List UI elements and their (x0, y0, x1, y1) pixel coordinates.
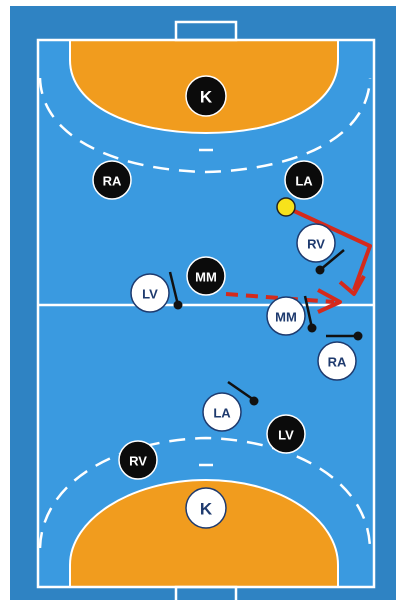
player-top-ra: RA (92, 160, 132, 200)
player-lv-defender: LV (130, 273, 170, 313)
la-run-arrowhead (338, 275, 366, 296)
player-label: RA (103, 174, 122, 189)
player-label: LV (142, 287, 158, 302)
ball (276, 197, 296, 217)
player-label: LV (278, 428, 294, 443)
player-lv-attacker: LV (266, 414, 306, 454)
player-top-keeper: K (185, 75, 227, 117)
bottom-goal-area (69, 478, 339, 587)
player-label: K (200, 88, 213, 107)
la-run-arrow (291, 208, 372, 291)
player-label: MM (275, 310, 297, 325)
player-label: RA (328, 355, 347, 370)
player-rv-defender: RV (296, 223, 336, 263)
player-mm-defender: MM (266, 296, 306, 336)
player-rv-attacker: RV (118, 440, 158, 480)
bottom-free-throw-line (38, 436, 372, 549)
bottom-goal (174, 585, 238, 604)
player-ra-defender: RA (317, 341, 357, 381)
pass-arrow (225, 292, 335, 304)
pass-arrowhead (317, 288, 342, 314)
player-label: LA (295, 174, 313, 189)
top-free-throw-line (38, 77, 372, 174)
player-mm-attacker: MM (186, 256, 226, 296)
player-label: LA (213, 406, 231, 421)
player-bottom-keeper: K (185, 487, 227, 529)
player-label: MM (195, 270, 217, 285)
player-label: RV (129, 454, 147, 469)
player-label: K (200, 500, 213, 519)
top-goal (174, 20, 238, 42)
defender-sticks (168, 249, 363, 406)
player-top-la: LA (284, 160, 324, 200)
player-la-defender: LA (202, 392, 242, 432)
player-label: RV (307, 237, 325, 252)
